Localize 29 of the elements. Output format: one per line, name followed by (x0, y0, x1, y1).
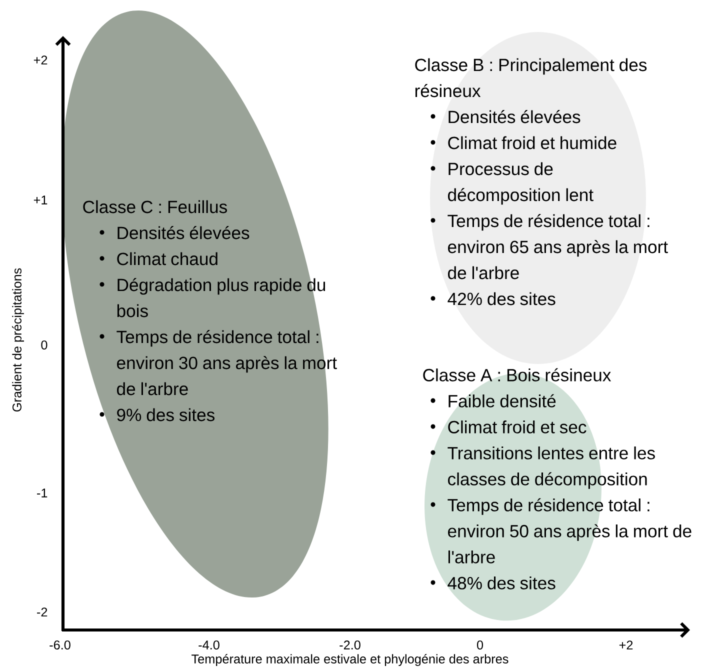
tick-label: +2 (619, 640, 633, 650)
axis-title: Température maximale estivale et phylogénie des arbres (192, 654, 508, 666)
class-heading: Classe C : Feuillus (83, 200, 227, 214)
class-heading: Classe A : Bois résineux (423, 368, 612, 382)
bullet-item: 42% des sites (430, 292, 556, 306)
bullet-item: Processus de décomposition lent (430, 162, 594, 205)
class-heading: Classe B : Principalement des résineux (415, 58, 647, 98)
tick-label: +2 (34, 56, 48, 64)
bullet-item: Temps de résidence total : environ 65 ans après la mort de l'arbre (430, 214, 668, 280)
bullet-item: Densités élevées (430, 110, 580, 124)
tick-label: 0 (41, 340, 48, 350)
tick-label: -4.0 (198, 640, 220, 650)
bullet-item: Transitions lentes entre les classes de décomposition (430, 446, 655, 489)
tick-label: -2 (37, 608, 48, 616)
bullet-item: Temps de résidence total : environ 50 ans après la mort de l'arbre (430, 498, 692, 564)
tick-label: -2.0 (340, 640, 360, 650)
tick-label: +1 (34, 196, 48, 204)
axis-title: Gradient de précipitations (12, 268, 24, 412)
bullet-item: Climat chaud (100, 252, 218, 266)
tick-label: -6.0 (50, 640, 70, 650)
bullet-item: Dégradation plus rapide du bois (100, 278, 326, 318)
bullet-item: 9% des sites (100, 408, 214, 422)
bullet-item: Densités élevées (100, 226, 250, 240)
tick-label: -1 (37, 488, 48, 498)
bullet-item: Climat froid et sec (430, 420, 586, 434)
bullet-item: Faible densité (430, 394, 556, 408)
bullet-item: Climat froid et humide (430, 136, 616, 150)
tick-label: 0 (476, 640, 484, 650)
bullet-item: 48% des sites (430, 576, 556, 590)
